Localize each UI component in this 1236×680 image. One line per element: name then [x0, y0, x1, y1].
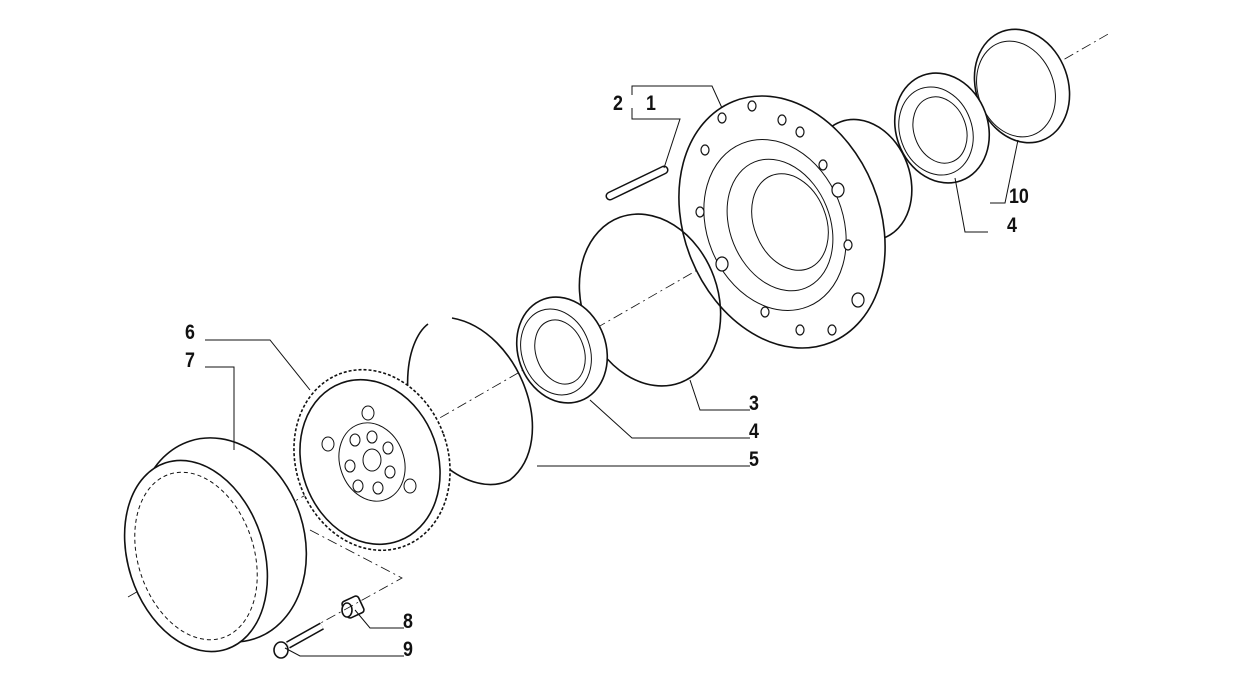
- part-4-bearing-right: [893, 72, 991, 184]
- callout-4-middle: 4: [749, 420, 759, 443]
- callout-5: 5: [749, 448, 759, 471]
- part-6-planet-carrier-gear: [293, 368, 451, 552]
- callout-4-right: 4: [1007, 214, 1017, 237]
- part-8-bushing: [341, 595, 365, 619]
- callout-3: 3: [749, 392, 759, 415]
- part-5-snap-ring: [406, 317, 534, 486]
- callout-7: 7: [185, 349, 195, 372]
- callout-6: 6: [185, 321, 195, 344]
- callout-9: 9: [403, 638, 413, 661]
- part-9-bolt: [273, 622, 324, 659]
- callout-8: 8: [403, 610, 413, 633]
- part-10-bearing-cup: [973, 28, 1071, 144]
- part-7-ring-gear: [123, 437, 308, 653]
- callout-2: 2: [613, 92, 623, 115]
- part-2-wheel-hub: [678, 95, 913, 349]
- part-1-wheel-stud: [605, 165, 669, 201]
- callout-1: 1: [646, 92, 656, 115]
- leader-lines: [205, 85, 1019, 657]
- callout-10: 10: [1009, 185, 1029, 208]
- part-4-bearing-middle: [515, 296, 609, 404]
